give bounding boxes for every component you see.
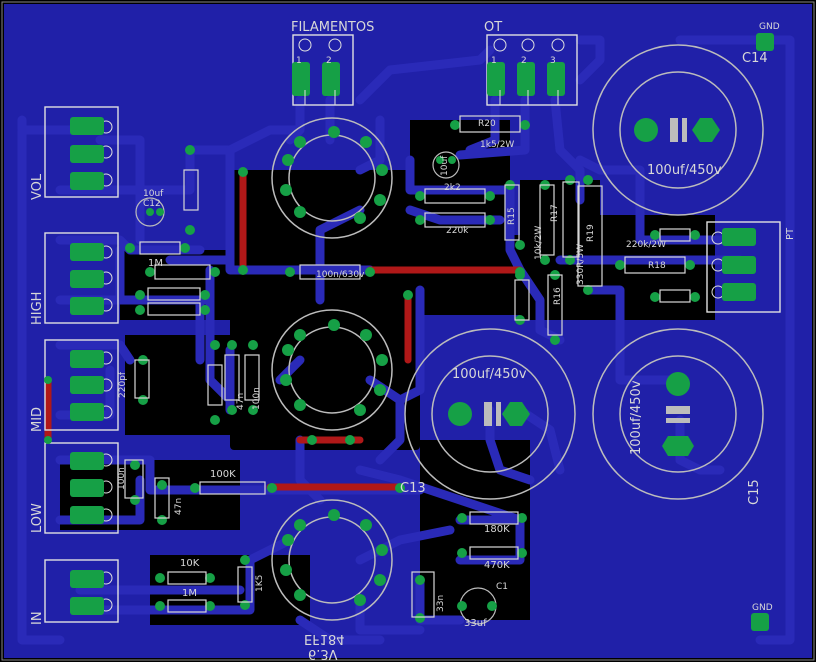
electrolytic-cap-c14 xyxy=(592,44,764,216)
electrolytic-cap-c8 xyxy=(432,151,460,179)
electrolytic-cap-center xyxy=(404,328,576,500)
electrolytic-cap-c15 xyxy=(592,328,764,500)
valve-pins xyxy=(280,126,388,606)
component-pads xyxy=(44,120,700,623)
terminal-pads xyxy=(70,33,774,631)
resistor-outlines xyxy=(124,115,691,618)
terminal-blocks xyxy=(44,34,781,623)
